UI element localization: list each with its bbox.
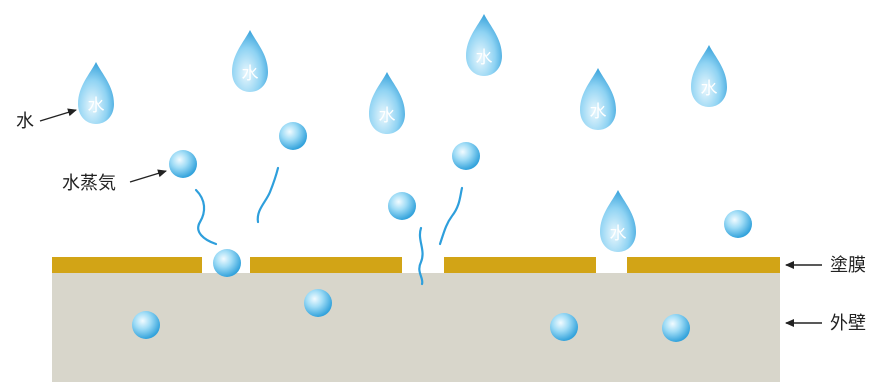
drop-glyph: 水 <box>701 79 718 99</box>
vapor-label: 水蒸気 <box>62 175 116 193</box>
vapor-squiggle <box>440 188 462 244</box>
vapor-bubble <box>388 192 416 220</box>
drop-glyph: 水 <box>476 48 493 68</box>
coating-segment <box>444 257 596 273</box>
drop-glyph: 水 <box>242 64 259 84</box>
water-drop: 水 <box>78 62 114 124</box>
coating-segment <box>250 257 402 273</box>
vapor-bubble <box>724 210 752 238</box>
vapor-bubble <box>304 289 332 317</box>
drop-glyph: 水 <box>88 96 105 116</box>
drop-glyph: 水 <box>610 224 627 244</box>
vapor-bubble <box>169 150 197 178</box>
vapor-squiggle <box>196 190 216 244</box>
vapor-bubble <box>213 249 241 277</box>
water-drop: 水 <box>600 190 636 252</box>
water-label: 水 <box>16 113 34 131</box>
coating-label: 塗膜 <box>830 257 866 275</box>
vapor-bubble <box>662 314 690 342</box>
water-drop: 水 <box>232 30 268 92</box>
vapor-bubble <box>279 122 307 150</box>
coating-film <box>52 257 780 273</box>
water-drop: 水 <box>466 14 502 76</box>
coating-segment <box>52 257 202 273</box>
water-drop: 水 <box>580 68 616 130</box>
vapor-bubble <box>132 311 160 339</box>
vapor-squiggle <box>258 168 278 222</box>
water-drop: 水 <box>691 45 727 107</box>
drop-glyph: 水 <box>379 106 396 126</box>
vapor-arrow <box>130 171 166 182</box>
coating-segment <box>627 257 780 273</box>
vapor-bubble <box>452 142 480 170</box>
wall-label: 外壁 <box>830 315 866 333</box>
water-drop: 水 <box>369 72 405 134</box>
drop-glyph: 水 <box>590 102 607 122</box>
vapor-bubble <box>550 313 578 341</box>
water-arrow <box>40 110 76 121</box>
